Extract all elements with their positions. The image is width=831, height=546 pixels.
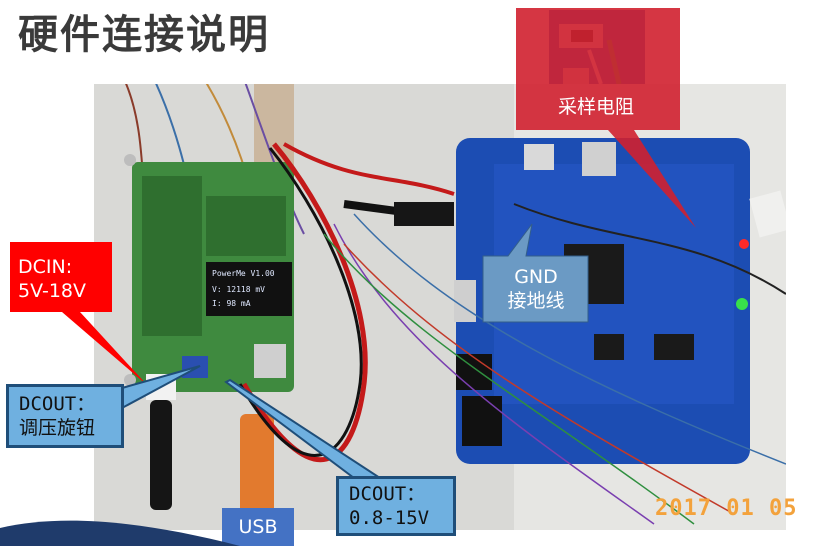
callout-dcout-knob-line1: DCOUT： xyxy=(19,393,96,415)
callout-gnd-line2: 接地线 xyxy=(507,290,565,312)
power-board: PowerMe V1.00 V: 12118 mV I: 98 mA xyxy=(124,154,294,400)
callout-dcin-line1: DCIN: xyxy=(18,256,73,278)
oled-line2: V: 12118 mV xyxy=(212,285,265,294)
slide-title: 硬件连接说明 xyxy=(18,12,270,58)
callout-dcout-range-line2: 0.8-15V xyxy=(349,507,430,529)
usb-port xyxy=(254,344,286,378)
dc-jack xyxy=(150,400,172,510)
callout-dcout-range-line1: DCOUT： xyxy=(349,483,426,505)
callout-dcin-line2: 5V-18V xyxy=(18,280,87,302)
oled-line1: PowerMe V1.00 xyxy=(212,269,275,278)
callout-usb-label: USB xyxy=(238,516,278,538)
photo-timestamp: 2017 01 05 xyxy=(655,496,798,521)
callout-sample-resistor-label: 采样电阻 xyxy=(557,96,634,118)
slide-corner-decoration xyxy=(0,520,240,546)
callout-dcout-knob-line2: 调压旋钮 xyxy=(19,417,96,439)
oled-line3: I: 98 mA xyxy=(212,299,251,308)
hardware-photo: PowerMe V1.00 V: 12118 mV I: 98 mA xyxy=(94,84,786,530)
callout-gnd-line1: GND xyxy=(514,266,558,288)
usb-cable xyxy=(240,414,274,530)
